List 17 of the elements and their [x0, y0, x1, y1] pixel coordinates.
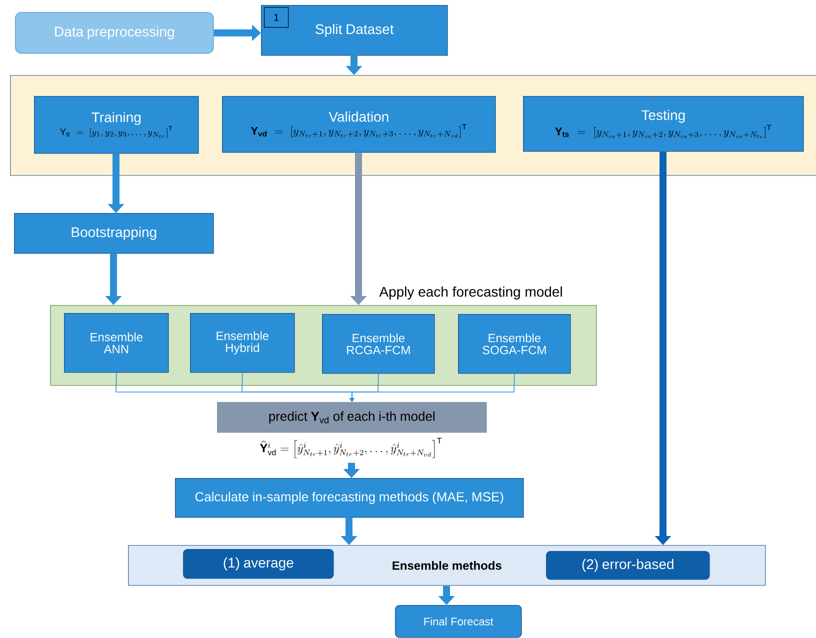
method-box: (2) error-based	[546, 551, 710, 580]
model-box: Ensemble Hybrid	[190, 313, 295, 373]
caption-text: Apply each forecasting model	[379, 286, 562, 300]
process-box: Bootstrapping	[14, 213, 214, 254]
model-box: Ensemble SOGA-FCM	[458, 314, 571, 374]
model-box: Ensemble ANN	[64, 313, 169, 373]
data-box: Training $\mathrm{Y_{tr}} = \left[y_1, y_2, y_3, \ldots, y_{N_{tr}}\right]^{\mathrm{T}}$	[34, 96, 199, 154]
output-box: Final Forecast	[395, 605, 522, 638]
process-box: predict Y$_{vd}$ of each i-th model	[217, 402, 487, 433]
model-box: Ensemble RCGA-FCM	[322, 314, 435, 374]
formula: $\widehat{\mathbf{Y}}^{i}_{\mathrm{vd}} = \left[\hat{y}^{i}_{N_{tr}+1}, \hat{y}^{i}_{N_{tr}+2}, \ldots, \hat{y}^{i}_{N_{tr}+N_{vd}}\right]^{\mathrm{T}}$	[260, 438, 442, 458]
method-box: (1) average	[183, 549, 334, 579]
data-box: Testing $\mathbf{Y_{ts}} = \left[y_{N_{in}+1}, y_{N_{in}+2}, y_{N_{in}+3}, \ldots, y_{N_{in}+N_{ts}}\right]^{\mathrm{T}}$	[523, 96, 804, 152]
data-box: Validation $\mathbf{Y_{vd}} = \left[y_{N_{tr}+1}, y_{N_{tr}+2}, y_{N_{tr}+3}, \ldots, y_{N_{tr}+N_{vd}}\right]^{\mathrm{T}}$	[222, 96, 496, 153]
process-box: Calculate in-sample forecasting methods (MAE, MSE)	[175, 478, 524, 518]
process-box: Data preprocessing	[15, 12, 214, 54]
step-number: 1	[264, 7, 289, 28]
